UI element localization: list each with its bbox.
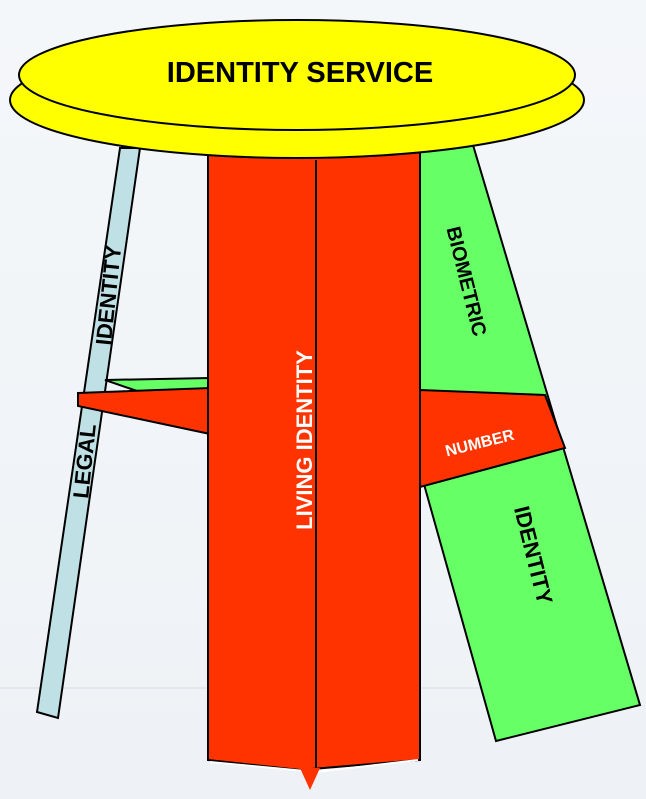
number-brace [419,388,567,489]
living-leg-tip [300,768,320,790]
legal-word-label: LEGAL [68,423,101,500]
living-identity-label: LIVING IDENTITY [292,350,317,530]
seat-top [18,19,576,131]
identity-service-label: IDENTITY SERVICE [167,57,433,89]
legal-identity-word-label: IDENTITY [91,244,126,347]
